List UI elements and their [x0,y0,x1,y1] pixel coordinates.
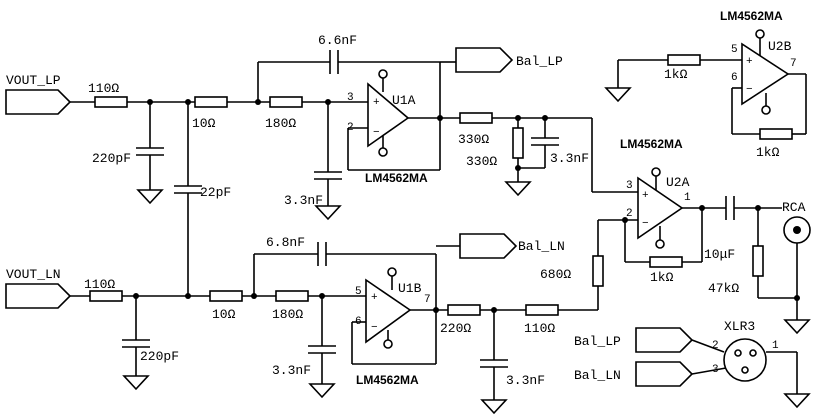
vout-ln-port: VOUT_LN [5,267,72,309]
svg-text:Bal_LN: Bal_LN [574,368,621,383]
svg-text:XLR3: XLR3 [724,319,755,334]
resistor-110-out [525,304,559,316]
resistor-680 [592,255,604,287]
resistor-330-series [459,112,493,124]
svg-text:6: 6 [731,72,738,84]
svg-text:180Ω: 180Ω [265,116,296,131]
resistor-330-shunt [512,127,524,159]
svg-text:+: + [746,56,753,68]
svg-text:LM4562MA: LM4562MA [620,137,683,151]
svg-text:+: + [371,292,378,304]
svg-text:1: 1 [684,192,691,204]
resistor-10-bot [209,290,243,302]
ground-icon [314,205,342,221]
svg-text:220pF: 220pF [92,151,131,166]
bal-lp-port-xlr: Bal_LP [574,327,694,353]
svg-text:7: 7 [424,294,431,306]
svg-text:−: − [642,218,649,230]
resistor-1k-u2a-fb [649,256,683,268]
svg-text:+: + [642,190,649,202]
svg-text:1kΩ: 1kΩ [756,145,780,160]
svg-text:1kΩ: 1kΩ [650,270,674,285]
resistor-110-bot [89,290,123,302]
svg-text:10μF: 10μF [704,247,735,262]
svg-text:Bal_LP: Bal_LP [516,54,563,69]
bal-ln-port-xlr: Bal_LN [574,361,694,387]
ground-icon [122,375,150,391]
resistor-220 [447,304,481,316]
svg-text:110Ω: 110Ω [88,81,119,96]
ground-icon [504,181,532,197]
bal-ln-port-mid [459,233,518,259]
svg-text:3.3nF: 3.3nF [550,151,589,166]
ground-icon [783,393,811,409]
svg-text:6.6nF: 6.6nF [318,33,357,48]
resistor-1k-u2b-in [667,54,701,66]
svg-text:3: 3 [347,92,354,104]
resistor-47k [752,245,764,277]
svg-text:LM4562MA: LM4562MA [720,9,783,23]
svg-text:7: 7 [790,58,797,70]
svg-text:2: 2 [712,340,719,352]
svg-text:Bal_LN: Bal_LN [518,239,565,254]
svg-text:47kΩ: 47kΩ [708,281,739,296]
svg-text:2: 2 [626,208,633,220]
resistor-180-top [269,96,303,108]
svg-text:U1B: U1B [398,281,422,296]
svg-text:U2B: U2B [768,39,792,54]
xlr-connector [723,338,767,382]
ground-icon [604,87,632,103]
resistor-1k-u2b-fb [759,128,793,140]
svg-text:LM4562MA: LM4562MA [365,171,428,185]
svg-text:330Ω: 330Ω [466,154,497,169]
svg-text:−: − [373,127,380,139]
svg-text:3.3nF: 3.3nF [272,363,311,378]
opamp-u2b: + − 5 6 7 U2B [731,29,797,115]
svg-text:U1A: U1A [392,93,416,108]
svg-text:330Ω: 330Ω [458,132,489,147]
svg-text:680Ω: 680Ω [540,267,571,282]
svg-text:1: 1 [772,340,779,352]
svg-text:VOUT_LN: VOUT_LN [6,267,61,282]
svg-text:+: + [373,97,380,109]
svg-text:1kΩ: 1kΩ [664,67,688,82]
rca-connector [783,216,811,244]
svg-text:−: − [746,84,753,96]
svg-text:3: 3 [626,180,633,192]
ground-icon [480,399,508,415]
svg-text:180Ω: 180Ω [272,307,303,322]
opamp-u1a: + − 3 2 U1A [347,69,416,157]
ground-icon [136,189,164,205]
svg-text:VOUT_LP: VOUT_LP [6,73,61,88]
svg-text:10Ω: 10Ω [192,116,216,131]
opamp-u1b: + − 5 6 7 U1B [355,267,431,349]
svg-text:3.3nF: 3.3nF [284,193,323,208]
svg-text:220Ω: 220Ω [440,321,471,336]
ground-icon [783,319,811,335]
svg-text:RCA: RCA [782,200,806,215]
svg-text:6.8nF: 6.8nF [266,235,305,250]
svg-text:Bal_LP: Bal_LP [574,334,621,349]
svg-text:U2A: U2A [666,175,690,190]
svg-text:10Ω: 10Ω [212,307,236,322]
svg-text:220pF: 220pF [140,349,179,364]
resistor-180-bot [275,290,309,302]
svg-text:3.3nF: 3.3nF [506,373,545,388]
svg-text:LM4562MA: LM4562MA [356,373,419,387]
svg-text:3: 3 [712,364,719,376]
svg-text:110Ω: 110Ω [524,321,555,336]
resistor-10-top [194,96,228,108]
svg-text:110Ω: 110Ω [84,277,115,292]
bal-lp-port-top [455,47,514,73]
opamp-u2a: + − 3 2 1 U2A [626,167,691,249]
svg-text:5: 5 [355,286,362,298]
resistor-110-top [94,96,128,108]
ground-icon [308,383,336,399]
vout-lp-port: VOUT_LP [5,73,72,115]
svg-text:−: − [371,322,378,334]
svg-text:5: 5 [731,44,738,56]
svg-text:22pF: 22pF [200,185,231,200]
